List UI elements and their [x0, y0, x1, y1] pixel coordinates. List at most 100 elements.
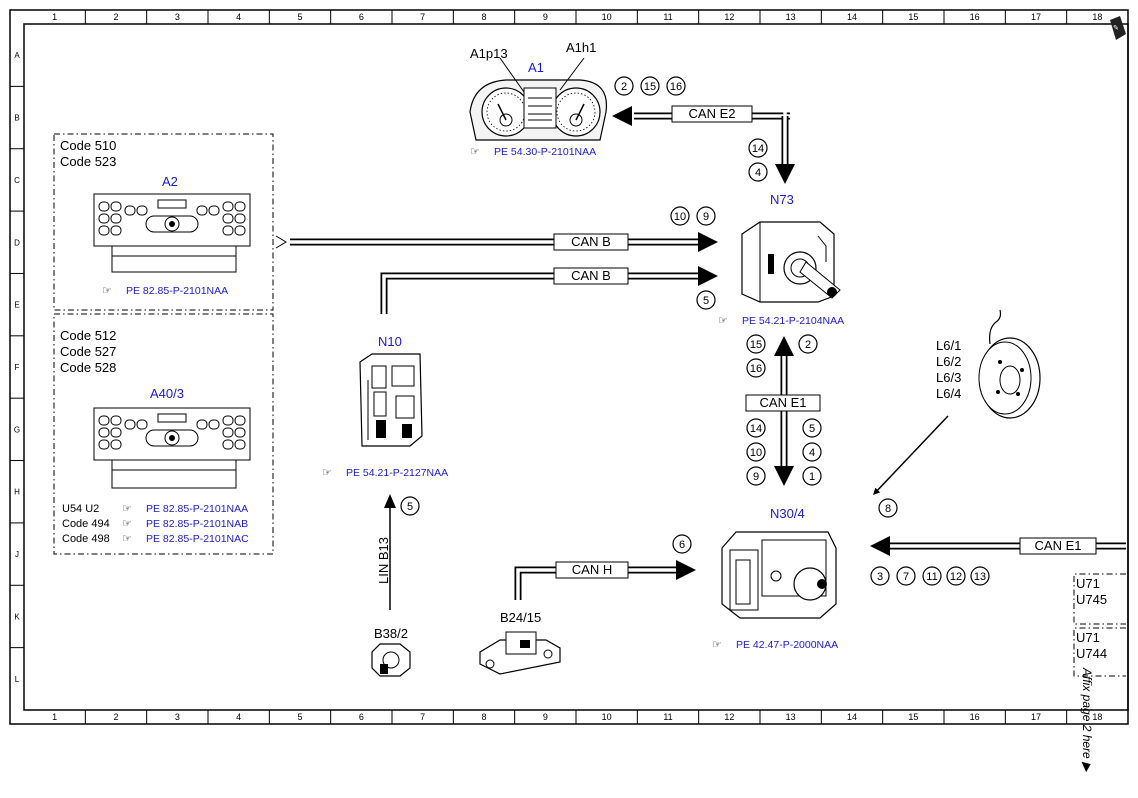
row-label: A [14, 51, 20, 60]
column-label-bottom: 14 [847, 712, 857, 722]
a2-code-2: Code 523 [60, 154, 116, 169]
radio-key [110, 225, 122, 236]
can-b-bus-2[interactable]: CAN B [380, 266, 718, 314]
callout-e1-right-4: 12 [946, 566, 966, 586]
column-label-bottom: 7 [420, 712, 425, 722]
callout-e1-bot-2: 5 [802, 418, 822, 438]
radio-key [222, 201, 234, 212]
svg-text:PE 82.85-P-2101NAC: PE 82.85-P-2101NAC [146, 533, 249, 545]
callout-canh-1: 6 [672, 534, 692, 554]
column-label-top: 14 [847, 12, 857, 22]
manual-reference-icon: ☞ [122, 533, 132, 545]
radio-key [110, 213, 122, 224]
radio-key [222, 225, 234, 236]
n73-label: N73 [770, 192, 794, 207]
column-label-bottom: 11 [663, 712, 672, 722]
svg-text:PE 54.30-P-2101NAA: PE 54.30-P-2101NAA [494, 146, 596, 158]
a40-label: A40/3 [150, 386, 184, 401]
manual-reference-icon: ☞ [712, 639, 722, 651]
row-label: B [14, 114, 19, 123]
svg-text:PE 54.21-P-2104NAA: PE 54.21-P-2104NAA [742, 315, 844, 327]
radio-key [98, 439, 110, 450]
svg-text:2: 2 [621, 81, 627, 93]
code-box-connector [275, 235, 287, 249]
n10-ref[interactable]: ☞ PE 54.21-P-2127NAA [322, 467, 448, 479]
svg-text:CAN E1: CAN E1 [760, 395, 807, 410]
radio-key [234, 439, 246, 450]
n10-control-module[interactable] [359, 353, 423, 447]
column-label-bottom: 17 [1031, 712, 1041, 722]
callout-canb1-2: 9 [696, 206, 716, 226]
can-e2-bus[interactable]: CAN E2 [612, 105, 795, 184]
a40-variant-2[interactable]: Code 494 ☞ PE 82.85-P-2101NAB [62, 518, 248, 530]
radio-key [222, 213, 234, 224]
svg-text:13: 13 [974, 571, 986, 583]
lin-b13-line[interactable]: LIN B13 [376, 494, 396, 610]
callout-canb1-1: 10 [670, 206, 690, 226]
a40-radio-unit[interactable] [93, 407, 251, 489]
svg-text:10: 10 [750, 447, 762, 459]
svg-text:CAN H: CAN H [572, 562, 612, 577]
callout-e1-right-1: 3 [870, 566, 890, 586]
a40-code-2: Code 527 [60, 344, 116, 359]
radio-key [136, 205, 148, 216]
svg-text:14: 14 [752, 143, 764, 155]
can-b-bus-1[interactable]: CAN B [290, 232, 718, 252]
l6-wheel-speed-sensor[interactable] [978, 309, 1041, 419]
a2-ref[interactable]: ☞ PE 82.85-P-2101NAA [102, 285, 228, 297]
radio-key [196, 205, 208, 216]
l6-label-3: L6/3 [936, 370, 961, 385]
n30-4-ref[interactable]: ☞ PE 42.47-P-2000NAA [712, 639, 838, 651]
column-label-bottom: 5 [297, 712, 302, 722]
manual-reference-icon: ☞ [718, 315, 728, 327]
b38-2-rain-light-sensor[interactable] [371, 643, 411, 677]
svg-text:U71: U71 [1076, 576, 1100, 591]
callout-e1-right-2: 7 [896, 566, 916, 586]
svg-text:12: 12 [950, 571, 962, 583]
column-label-top: 6 [359, 12, 364, 22]
svg-text:Code 498: Code 498 [62, 533, 110, 545]
l6-label-1: L6/1 [936, 338, 961, 353]
svg-text:15: 15 [750, 339, 762, 351]
a2-radio-unit[interactable] [93, 193, 251, 273]
column-label-bottom: 10 [602, 712, 612, 722]
a1-ref[interactable]: ☞ PE 54.30-P-2101NAA [470, 146, 596, 158]
column-label-bottom: 2 [113, 712, 118, 722]
column-label-bottom: 1 [52, 712, 57, 722]
column-label-bottom: 9 [543, 712, 548, 722]
radio-key [234, 427, 246, 438]
can-e1-vertical-bus[interactable]: CAN E1 [745, 336, 821, 486]
a40-variant-3[interactable]: Code 498 ☞ PE 82.85-P-2101NAC [62, 533, 249, 545]
a40-variant-1[interactable]: U54 U2 ☞ PE 82.85-P-2101NAA [62, 503, 248, 515]
radio-key [98, 427, 110, 438]
can-e1-right-bus[interactable]: CAN E1 [870, 536, 1126, 556]
radio-key [222, 427, 234, 438]
radio-key [124, 419, 136, 430]
radio-key [98, 415, 110, 426]
callout-e1-bot-5: 9 [746, 466, 766, 486]
svg-text:6: 6 [679, 539, 685, 551]
manual-reference-icon: ☞ [470, 146, 480, 158]
row-label: C [14, 176, 20, 185]
n73-ref[interactable]: ☞ PE 54.21-P-2104NAA [718, 315, 844, 327]
a1-instrument-cluster[interactable] [469, 57, 608, 141]
b24-15-yaw-rate-sensor[interactable] [479, 631, 561, 675]
n73-ignition-switch[interactable] [741, 221, 841, 303]
a2-label: A2 [162, 174, 178, 189]
svg-text:CAN E2: CAN E2 [689, 106, 736, 121]
svg-text:10: 10 [674, 211, 686, 223]
callout-e1-top-1: 15 [746, 334, 766, 354]
l6-label-4: L6/4 [936, 386, 961, 401]
u71-u744-box[interactable]: U71 U744 [1073, 627, 1126, 677]
u71-u745-box[interactable]: U71 U745 [1073, 573, 1126, 625]
svg-text:U71: U71 [1076, 630, 1100, 645]
n30-4-esp-unit[interactable] [721, 531, 837, 619]
svg-text:15: 15 [644, 81, 656, 93]
callout-l6-1: 8 [878, 498, 898, 518]
radio-key [98, 201, 110, 212]
can-h-bus[interactable]: CAN H [514, 560, 696, 600]
callout-n73-in-1: 14 [748, 138, 768, 158]
a40-code-1: Code 512 [60, 328, 116, 343]
